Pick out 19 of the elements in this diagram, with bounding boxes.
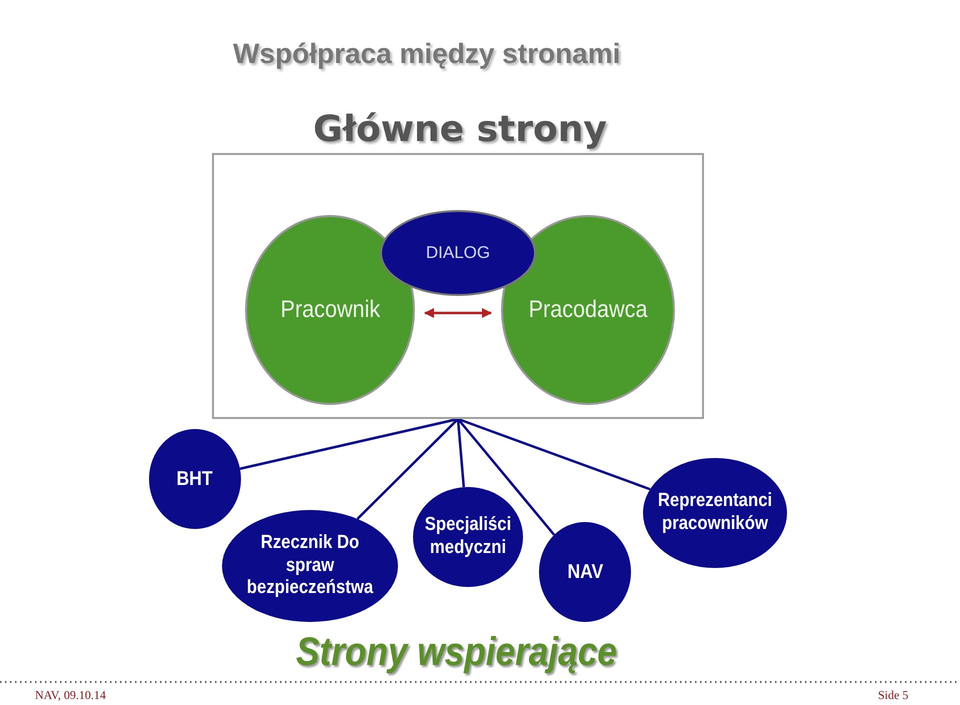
arrow — [424, 308, 492, 318]
footer-text: NAV, 09.10.14 — [35, 688, 106, 703]
group-heading: Główne strony — [312, 109, 608, 150]
party-label: Pracodawca — [528, 296, 648, 324]
support-label: Reprezentanci pracowników — [656, 490, 774, 536]
connector-line — [458, 418, 650, 490]
connector-line — [457, 418, 556, 536]
connector-line — [456, 418, 466, 488]
support-label: NAV — [566, 560, 604, 584]
party-label: Pracownik — [280, 296, 380, 324]
connector-line — [240, 418, 458, 470]
support-label: BHT — [176, 467, 214, 491]
connector-line — [356, 418, 459, 520]
slide-title: Współpraca między stronami — [233, 38, 620, 70]
support-label: Rzecznik Do spraw bezpieczeństwa — [246, 532, 374, 600]
support-label: Specjaliści medyczni — [424, 514, 512, 560]
section-heading: Strony wspierające — [296, 630, 617, 675]
dialog-label: DIALOG — [426, 243, 490, 263]
page-number: Side 5 — [878, 688, 908, 703]
